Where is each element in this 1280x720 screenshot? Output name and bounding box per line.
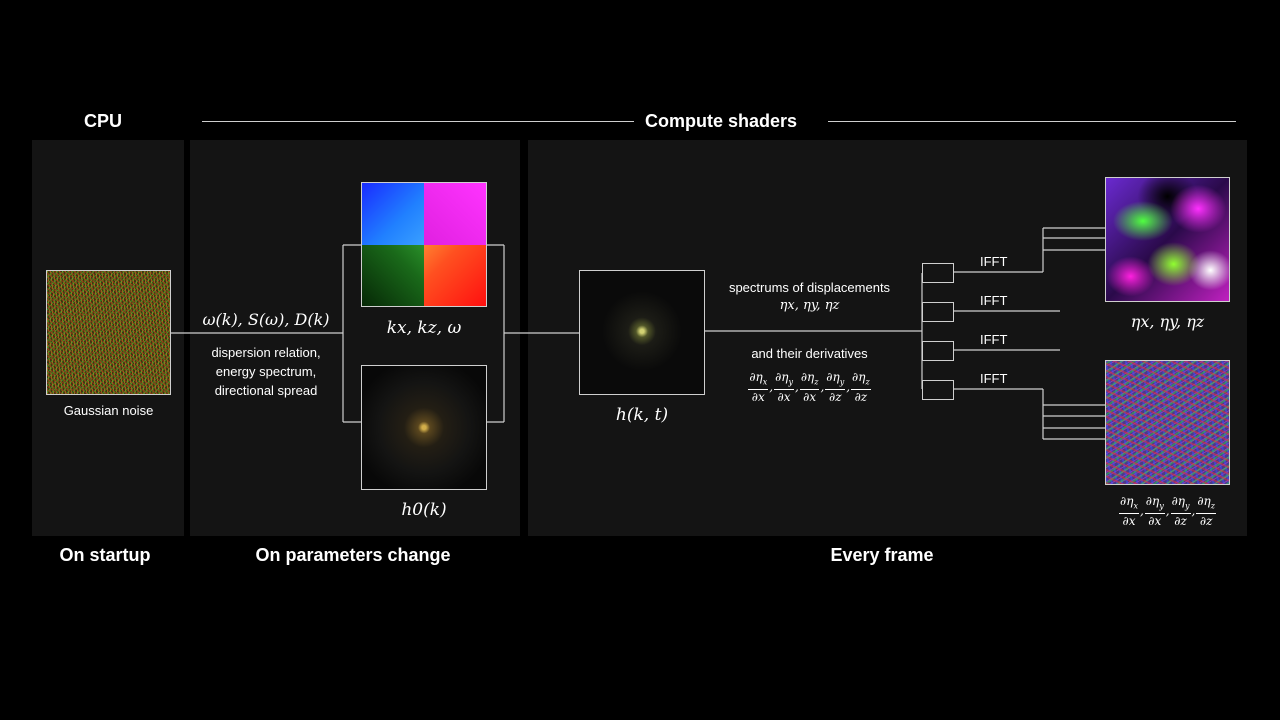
derivative-mid-5: ∂ηz∂z xyxy=(851,370,871,405)
hkt-label: h(k, t) xyxy=(615,405,669,425)
derivative-out-1: ∂ηx∂x xyxy=(1119,494,1139,529)
compute-header-line-left xyxy=(202,121,634,122)
params-caption-line-2: energy spectrum, xyxy=(215,364,317,379)
params-math: ω(k), S(ω), D(k) xyxy=(202,310,330,329)
derivative-out-4: ∂ηz∂z xyxy=(1196,494,1216,529)
gaussian-noise-label: Gaussian noise xyxy=(63,403,154,418)
kxkz-omega-texture xyxy=(361,182,487,307)
derivative-out-3: ∂ηy∂z xyxy=(1170,494,1191,529)
derivative-mid-2: ∂ηy∂x xyxy=(774,370,794,405)
spectrum-math: ηx, ηy, ηz xyxy=(779,298,840,313)
compute-header-line-right xyxy=(828,121,1236,122)
cpu-header: CPU xyxy=(84,111,123,131)
params-footer: On parameters change xyxy=(255,545,451,565)
compute-header: Compute shaders xyxy=(645,111,798,131)
ifft-label-2: IFFT xyxy=(980,293,1008,308)
derivatives-caption: and their derivatives xyxy=(751,346,868,361)
derivatives-output-texture xyxy=(1105,360,1230,485)
ifft-label-3: IFFT xyxy=(980,332,1008,347)
ifft-label-1: IFFT xyxy=(980,254,1008,269)
h0-texture xyxy=(361,365,487,490)
derivatives-mid-math: ∂ηx∂x,∂ηy∂x,∂ηz∂x,∂ηy∂z,∂ηz∂z xyxy=(748,370,871,405)
buffer-box-3 xyxy=(922,341,954,361)
displacement-output-label: ηx, ηy, ηz xyxy=(1130,312,1205,331)
hkt-texture xyxy=(579,270,705,395)
params-caption-line-3: directional spread xyxy=(214,383,318,398)
derivatives-output-math: ∂ηx∂x,∂ηy∂x,∂ηy∂z,∂ηz∂z xyxy=(1119,494,1216,529)
gaussian-noise-texture xyxy=(46,270,171,395)
spectrum-caption: spectrums of displacements xyxy=(728,280,891,295)
startup-footer: On startup xyxy=(59,545,151,565)
derivative-mid-3: ∂ηz∂x xyxy=(799,370,820,405)
ifft-label-4: IFFT xyxy=(980,371,1008,386)
derivative-out-2: ∂ηy∂x xyxy=(1144,494,1165,529)
frame-footer: Every frame xyxy=(830,545,934,565)
buffer-box-2 xyxy=(922,302,954,322)
h0-label: h0(k) xyxy=(401,500,447,520)
kxkz-omega-label: kx, kz, ω xyxy=(386,318,462,338)
derivative-mid-4: ∂ηy∂z xyxy=(825,370,846,405)
buffer-box-1 xyxy=(922,263,954,283)
derivative-mid-1: ∂ηx∂x xyxy=(748,370,769,405)
displacement-output-texture xyxy=(1105,177,1230,302)
params-caption-line-1: dispersion relation, xyxy=(211,345,321,360)
buffer-box-4 xyxy=(922,380,954,400)
